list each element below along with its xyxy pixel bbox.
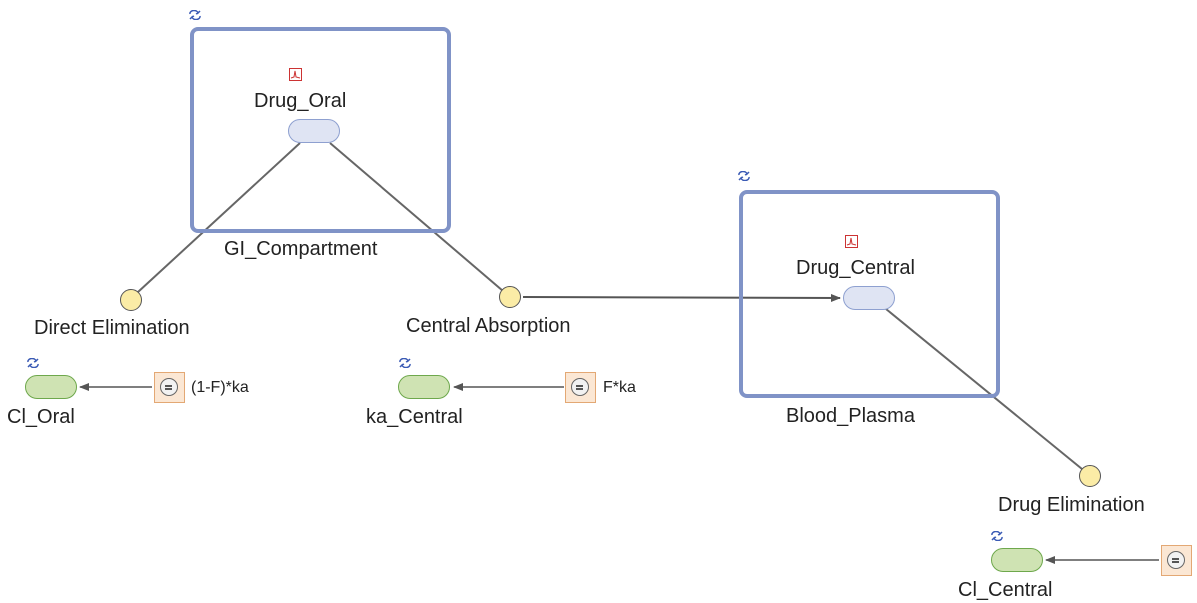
plot-icon [845,235,858,248]
species-drug-oral-label: Drug_Oral [254,90,347,112]
reaction-central-absorption-label: Central Absorption [406,315,571,337]
parameter-cl-central[interactable] [991,548,1043,572]
cycle-icon [189,10,201,20]
reaction-direct-elimination[interactable] [120,289,142,311]
reaction-central-absorption[interactable] [499,286,521,308]
equals-icon [571,378,589,396]
equals-icon [160,378,178,396]
species-drug-oral[interactable] [288,119,340,143]
reaction-direct-elimination-label: Direct Elimination [34,317,190,339]
reaction-drug-elimination-label: Drug Elimination [998,494,1145,516]
cycle-icon [738,171,750,181]
equals-icon [1167,551,1185,569]
plot-icon [289,68,302,81]
species-drug-central[interactable] [843,286,895,310]
compartment-gi-label: GI_Compartment [224,238,378,260]
parameter-cl-central-label: Cl_Central [958,579,1053,601]
rule-cl-oral[interactable] [154,372,185,403]
parameter-ka-central-label: ka_Central [366,406,463,428]
cycle-icon [27,358,39,368]
compartment-blood-plasma-label: Blood_Plasma [786,405,915,427]
rule-cl-central[interactable] [1161,545,1192,576]
rule-cl-oral-expression: (1-F)*ka [191,379,249,396]
cycle-icon [991,531,1003,541]
compartment-gi[interactable] [190,27,451,233]
species-drug-central-label: Drug_Central [796,257,915,279]
rule-ka-central[interactable] [565,372,596,403]
rule-ka-central-expression: F*ka [603,379,636,396]
reaction-drug-elimination[interactable] [1079,465,1101,487]
parameter-ka-central[interactable] [398,375,450,399]
parameter-cl-oral[interactable] [25,375,77,399]
cycle-icon [399,358,411,368]
parameter-cl-oral-label: Cl_Oral [7,406,75,428]
compartment-blood-plasma[interactable] [739,190,1000,398]
